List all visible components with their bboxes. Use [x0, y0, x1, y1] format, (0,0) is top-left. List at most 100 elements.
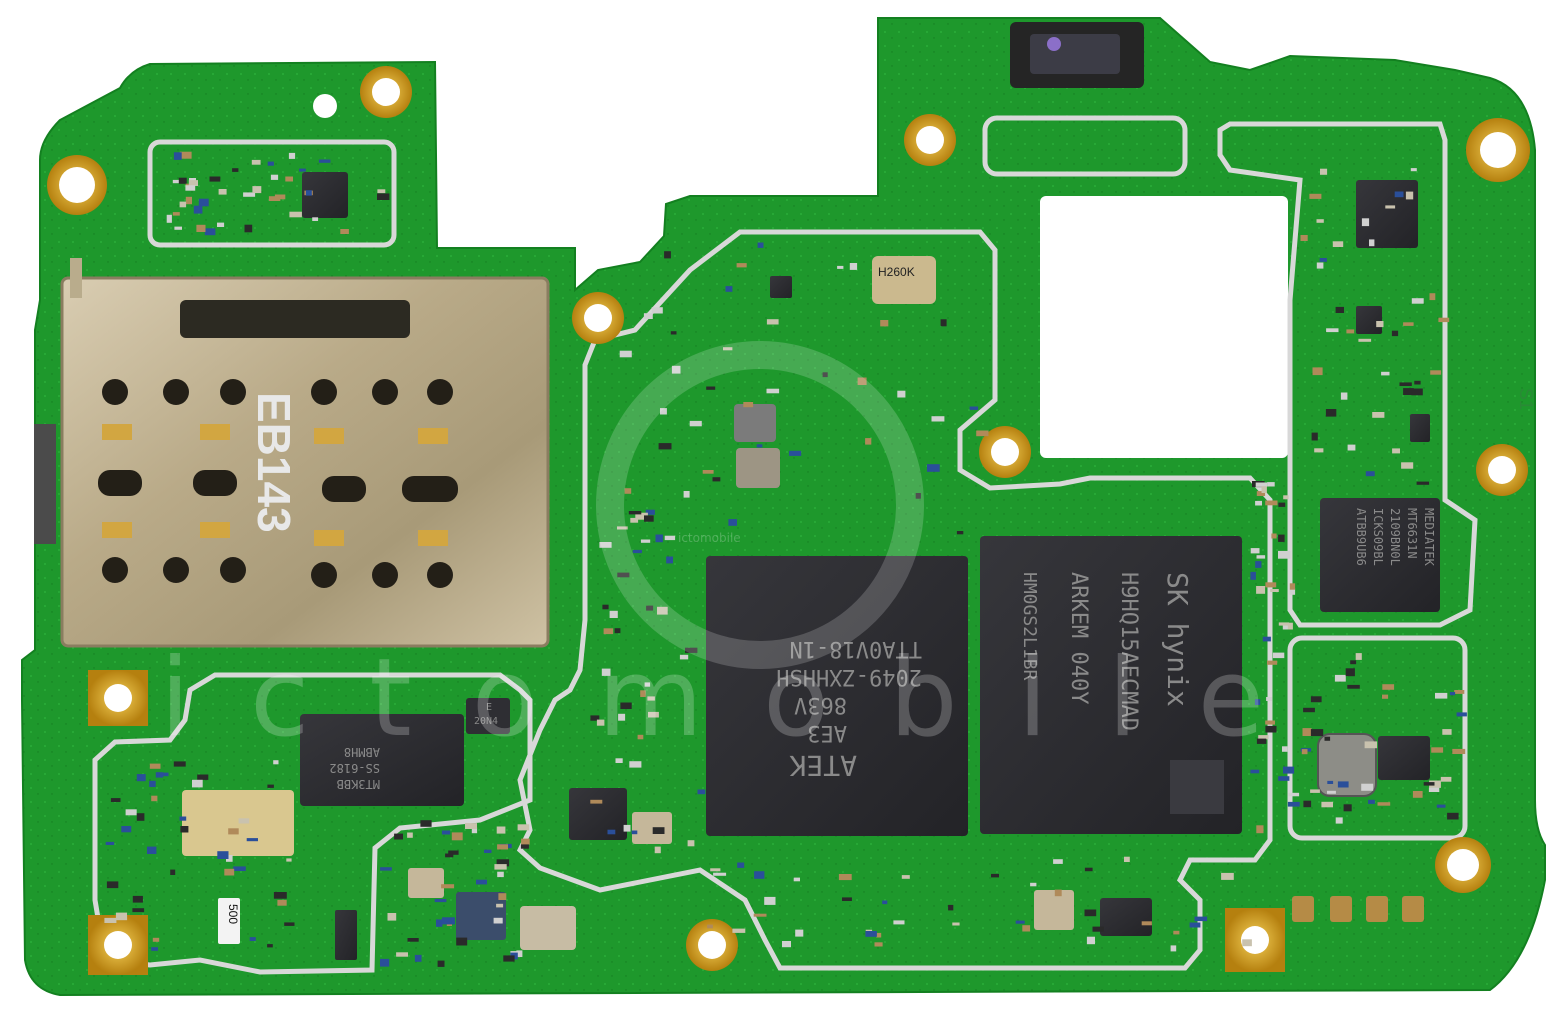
smd-part	[149, 763, 161, 769]
smd-part	[1303, 707, 1315, 713]
smd-part	[1254, 699, 1261, 705]
smd-part	[1456, 712, 1467, 717]
smd-part	[1347, 444, 1356, 451]
smd-part	[590, 715, 600, 721]
smd-part	[396, 952, 408, 957]
smd-part	[193, 205, 203, 214]
smd-part	[521, 838, 530, 845]
smd-part	[1278, 622, 1290, 626]
cpu-line1: ATEK	[789, 749, 857, 782]
smd-part	[632, 549, 642, 554]
smd-part	[640, 539, 651, 543]
smd-part	[493, 917, 503, 924]
smd-part	[1054, 889, 1062, 897]
smd-part	[217, 222, 225, 227]
smd-part	[1401, 462, 1414, 469]
smd-part	[664, 251, 671, 259]
resistor-label: 500	[226, 904, 240, 924]
smd-part	[252, 186, 262, 194]
smd-part	[1334, 674, 1346, 682]
smd-part	[377, 193, 390, 200]
smd-part	[737, 862, 745, 868]
smd-part	[445, 853, 454, 858]
smd-part	[1449, 692, 1456, 696]
smd-part	[838, 874, 852, 881]
smd-part	[312, 217, 319, 221]
smd-part	[1435, 692, 1448, 699]
smd-part	[652, 827, 665, 834]
smd-part	[1335, 817, 1343, 824]
smd-part	[180, 826, 189, 833]
smd-part	[132, 895, 143, 903]
smd-part	[1015, 920, 1025, 924]
pcb-cutout	[1040, 196, 1288, 458]
smd-part	[172, 212, 180, 216]
smd-part	[1365, 471, 1375, 477]
smd-part	[198, 198, 209, 207]
cpu-line5: TTA0V18-1N	[790, 636, 922, 661]
smd-part	[901, 875, 910, 879]
smd-part	[647, 696, 655, 701]
smd-part	[1221, 872, 1234, 880]
smd-part	[880, 320, 889, 327]
smd-part	[617, 526, 628, 530]
smd-part	[1300, 235, 1308, 241]
smd-part	[1429, 293, 1436, 301]
smd-part	[753, 913, 767, 917]
smd-part	[284, 922, 295, 926]
smd-part	[1364, 741, 1378, 749]
smd-part	[1282, 623, 1289, 630]
smd-part	[969, 406, 979, 410]
cpu-line4: 2049-ZXHHSH	[776, 664, 922, 689]
mount-holes	[47, 66, 1530, 975]
smd-part	[496, 826, 506, 834]
smd-part	[689, 420, 702, 427]
smd-part	[629, 761, 642, 768]
smd-part	[1170, 945, 1177, 952]
smd-part	[664, 535, 676, 541]
smd-part	[1332, 241, 1344, 247]
rf-line1: ABMH8	[344, 745, 380, 759]
smd-part	[289, 211, 302, 218]
small-chip: E 20N4	[466, 698, 510, 734]
smd-part	[179, 201, 187, 208]
smd-part	[1030, 882, 1037, 887]
smd-part	[849, 263, 858, 270]
smd-part	[1382, 684, 1395, 690]
smd-part	[420, 820, 432, 827]
smd-part	[520, 844, 529, 849]
smd-part	[1288, 792, 1300, 797]
smd-part	[104, 917, 117, 923]
smd-part	[1369, 239, 1375, 247]
smd-part	[1310, 696, 1322, 703]
smd-part	[1084, 909, 1097, 917]
smd-part	[757, 242, 764, 248]
rf-line2: SS-6182	[329, 761, 380, 775]
smd-part	[1250, 548, 1260, 554]
smd-part	[270, 174, 279, 180]
smd-part	[121, 826, 132, 833]
smd-part	[1343, 804, 1352, 812]
smd-part	[712, 477, 721, 482]
smd-part	[657, 606, 668, 615]
pmic-line1: MEDIATEK	[1422, 508, 1436, 567]
smd-part	[602, 604, 609, 610]
smd-part	[451, 832, 463, 841]
smd-part	[637, 734, 644, 740]
smd-part	[658, 443, 672, 450]
smd-part	[152, 937, 160, 942]
smd-part	[1141, 921, 1152, 926]
smd-part	[267, 161, 274, 166]
smd-part	[273, 760, 279, 765]
smd-part	[273, 892, 287, 899]
smd-part	[874, 942, 883, 947]
smd-part	[1454, 690, 1465, 694]
memory-line1: SK hynix	[1161, 572, 1194, 707]
smd-part	[110, 798, 121, 802]
connector-pads	[1292, 896, 1424, 922]
smd-part	[952, 922, 960, 926]
cpu-chip: ATEK AE3 863V 2049-ZXHHSH TTA0V18-1N	[706, 556, 968, 836]
smd-part	[1368, 799, 1375, 804]
smd-part	[630, 517, 639, 523]
